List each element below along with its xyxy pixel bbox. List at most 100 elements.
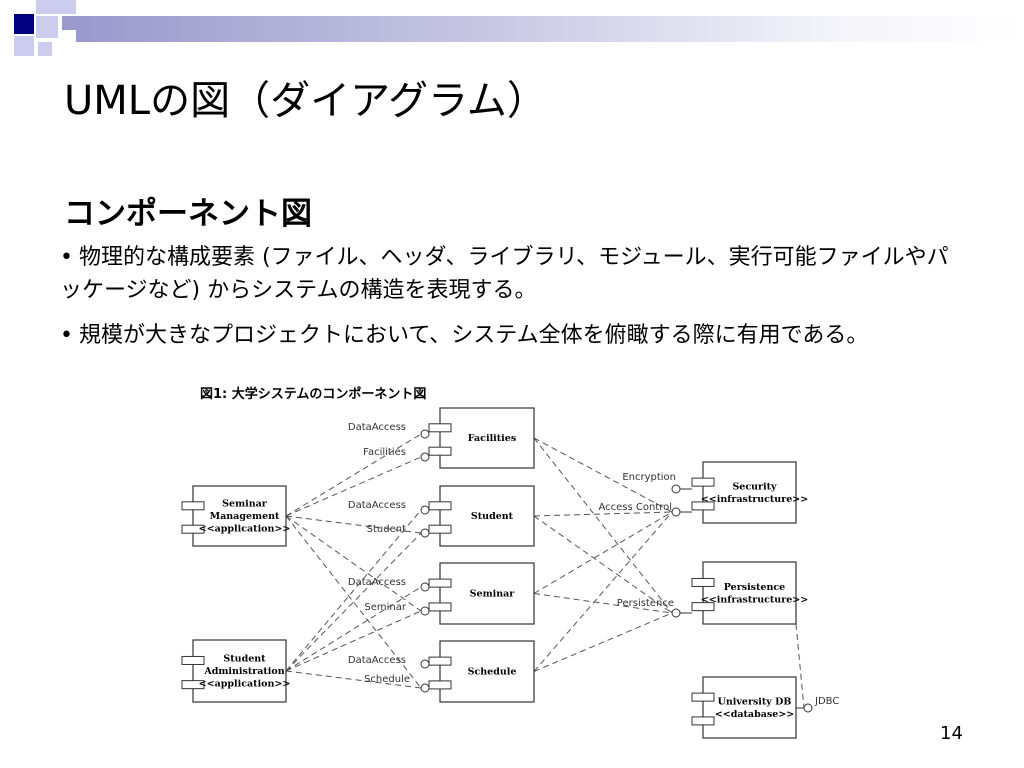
interface-db-jdbc: JDBC xyxy=(796,696,839,713)
dependency-line xyxy=(533,511,673,672)
deco-square-light xyxy=(14,36,34,56)
slide-title: UMLの図（ダイアグラム） xyxy=(64,78,547,124)
component-tab xyxy=(428,501,452,511)
section-heading: コンポーネント図 xyxy=(64,196,312,232)
figure-caption: 図1: 大学システムのコンポーネント図 xyxy=(200,387,427,402)
interface-sch-da: DataAccess xyxy=(348,655,430,669)
component-tab xyxy=(428,680,452,690)
bullet-item: •物理的な構成要素 (ファイル、ヘッダ、ライブラリ、モジュール、実行可能ファイル… xyxy=(60,241,970,307)
deco-square-light xyxy=(36,0,60,14)
component-label: University DB xyxy=(718,696,792,707)
bullet-text: 物理的な構成要素 (ファイル、ヘッダ、ライブラリ、モジュール、実行可能ファイルや… xyxy=(60,245,949,303)
component-tab xyxy=(181,524,205,534)
dependency-line xyxy=(533,612,673,672)
component-box xyxy=(702,561,797,625)
interface-label: Persistence xyxy=(617,598,674,609)
component-box xyxy=(702,676,797,739)
component-label: <<infrastructure>> xyxy=(701,594,808,605)
title-gradient-bar xyxy=(76,16,1024,42)
deco-square-mid xyxy=(62,16,76,30)
deco-square-light xyxy=(60,0,76,14)
component-tab xyxy=(181,680,205,690)
interface-stu-da: DataAccess xyxy=(348,500,430,515)
dependency-lines xyxy=(285,433,805,709)
interface-circle xyxy=(671,608,681,618)
interface-circle xyxy=(671,484,681,494)
interface-circle xyxy=(420,452,430,462)
component-tab xyxy=(691,716,715,726)
deco-square-light xyxy=(38,42,52,56)
component-tab xyxy=(428,578,452,588)
component-tab xyxy=(691,602,715,612)
component-student: Student xyxy=(428,485,535,547)
interface-circle xyxy=(671,507,681,517)
component-label: Facilities xyxy=(468,433,516,444)
dependency-line xyxy=(533,593,673,614)
interface-label: Seminar xyxy=(364,602,406,613)
interface-label: DataAccess xyxy=(348,500,406,511)
dependency-line xyxy=(285,509,422,672)
component-box xyxy=(192,485,287,547)
component-label: Management xyxy=(210,511,280,522)
component-seminar: Seminar xyxy=(428,562,535,625)
component-box xyxy=(439,407,535,469)
deco-square-light xyxy=(36,16,58,38)
dependency-line xyxy=(533,511,673,517)
interface-circle xyxy=(420,582,430,592)
component-schedule: Schedule xyxy=(428,640,535,703)
interface-label: DataAccess xyxy=(348,577,406,588)
dependency-line xyxy=(533,437,673,513)
component-label: Student xyxy=(223,654,266,665)
component-label: Administration xyxy=(203,666,284,677)
component-label: <<infrastructure>> xyxy=(701,494,808,505)
interface-label: Student xyxy=(367,524,406,535)
interface-circle xyxy=(803,703,813,713)
dependency-line xyxy=(285,515,422,534)
interface-circle xyxy=(420,505,430,515)
interface-label: Facilities xyxy=(363,447,406,458)
interface-per-per: Persistence xyxy=(617,598,692,618)
bullet-item: •規模が大きなプロジェクトにおいて、システム全体を俯瞰する際に有用である。 xyxy=(60,319,970,352)
component-tab xyxy=(181,501,205,511)
component-security: Security <<infrastructure>> xyxy=(691,461,808,524)
components: SeminarManagement<<application>>StudentA… xyxy=(181,407,808,739)
dependency-line xyxy=(533,515,673,614)
dependency-line xyxy=(285,456,422,517)
bullet-symbol: • xyxy=(60,323,73,348)
component-tab xyxy=(691,692,715,702)
component-label: Persistence xyxy=(724,582,785,593)
component-tab xyxy=(428,423,452,433)
interfaces: DataAccessFacilitiesDataAccessStudentDat… xyxy=(348,422,839,713)
deco-square-dark xyxy=(14,14,34,34)
dependency-line xyxy=(285,586,422,672)
dependency-line xyxy=(285,515,422,689)
dependency-line xyxy=(533,511,673,594)
component-label: Seminar xyxy=(222,499,268,510)
component-box xyxy=(192,639,287,703)
dependency-line xyxy=(285,610,422,672)
component-label: Security xyxy=(732,481,777,492)
dependency-line xyxy=(533,437,673,614)
interface-fac-da: DataAccess xyxy=(348,422,430,439)
page-number: 14 xyxy=(940,723,963,744)
interface-sem-sem: Seminar xyxy=(364,602,430,616)
component-facilities: Facilities xyxy=(428,407,535,469)
interface-sem-da: DataAccess xyxy=(348,577,430,592)
component-box xyxy=(702,461,797,524)
component-tab xyxy=(181,655,205,665)
component-label: <<application>> xyxy=(199,524,291,535)
dependency-line xyxy=(795,623,805,709)
component-university-db: University DB<<database>> xyxy=(691,676,797,739)
component-box xyxy=(439,562,535,625)
interface-label: Access Control xyxy=(598,502,672,513)
component-label: <<application>> xyxy=(199,679,291,690)
interface-fac-fac: Facilities xyxy=(363,447,430,462)
component-tab xyxy=(691,577,715,587)
interface-label: DataAccess xyxy=(348,655,406,666)
interface-circle xyxy=(420,659,430,669)
component-tab xyxy=(428,602,452,612)
interface-sec-ac: Access Control xyxy=(598,502,692,517)
